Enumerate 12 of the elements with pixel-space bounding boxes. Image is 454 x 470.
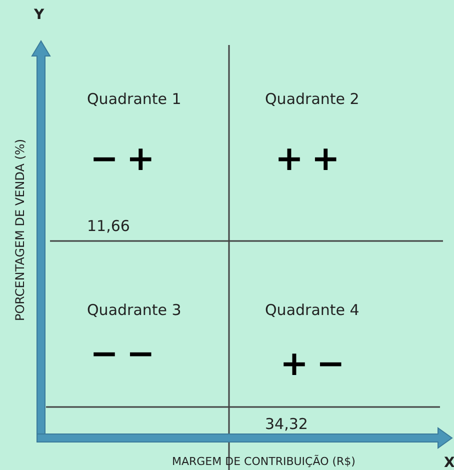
sign-pair: + − — [280, 347, 343, 381]
threshold-value: 11,66 — [87, 219, 130, 234]
sign-pair: − + — [90, 142, 153, 176]
quadrant-title: Quadrante 3 — [87, 303, 182, 318]
quadrant-title: Quadrante 2 — [265, 92, 360, 107]
threshold-value: 34,32 — [265, 417, 308, 432]
quadrant-title: Quadrante 1 — [87, 92, 182, 107]
quadrant-title: Quadrante 4 — [265, 303, 360, 318]
sign-pair: + + — [275, 142, 338, 176]
axis-title: PORCENTAGEM DE VENDA (%) — [14, 138, 26, 322]
axis-label: Y — [34, 8, 44, 22]
sign-pair: − − — [90, 337, 153, 371]
